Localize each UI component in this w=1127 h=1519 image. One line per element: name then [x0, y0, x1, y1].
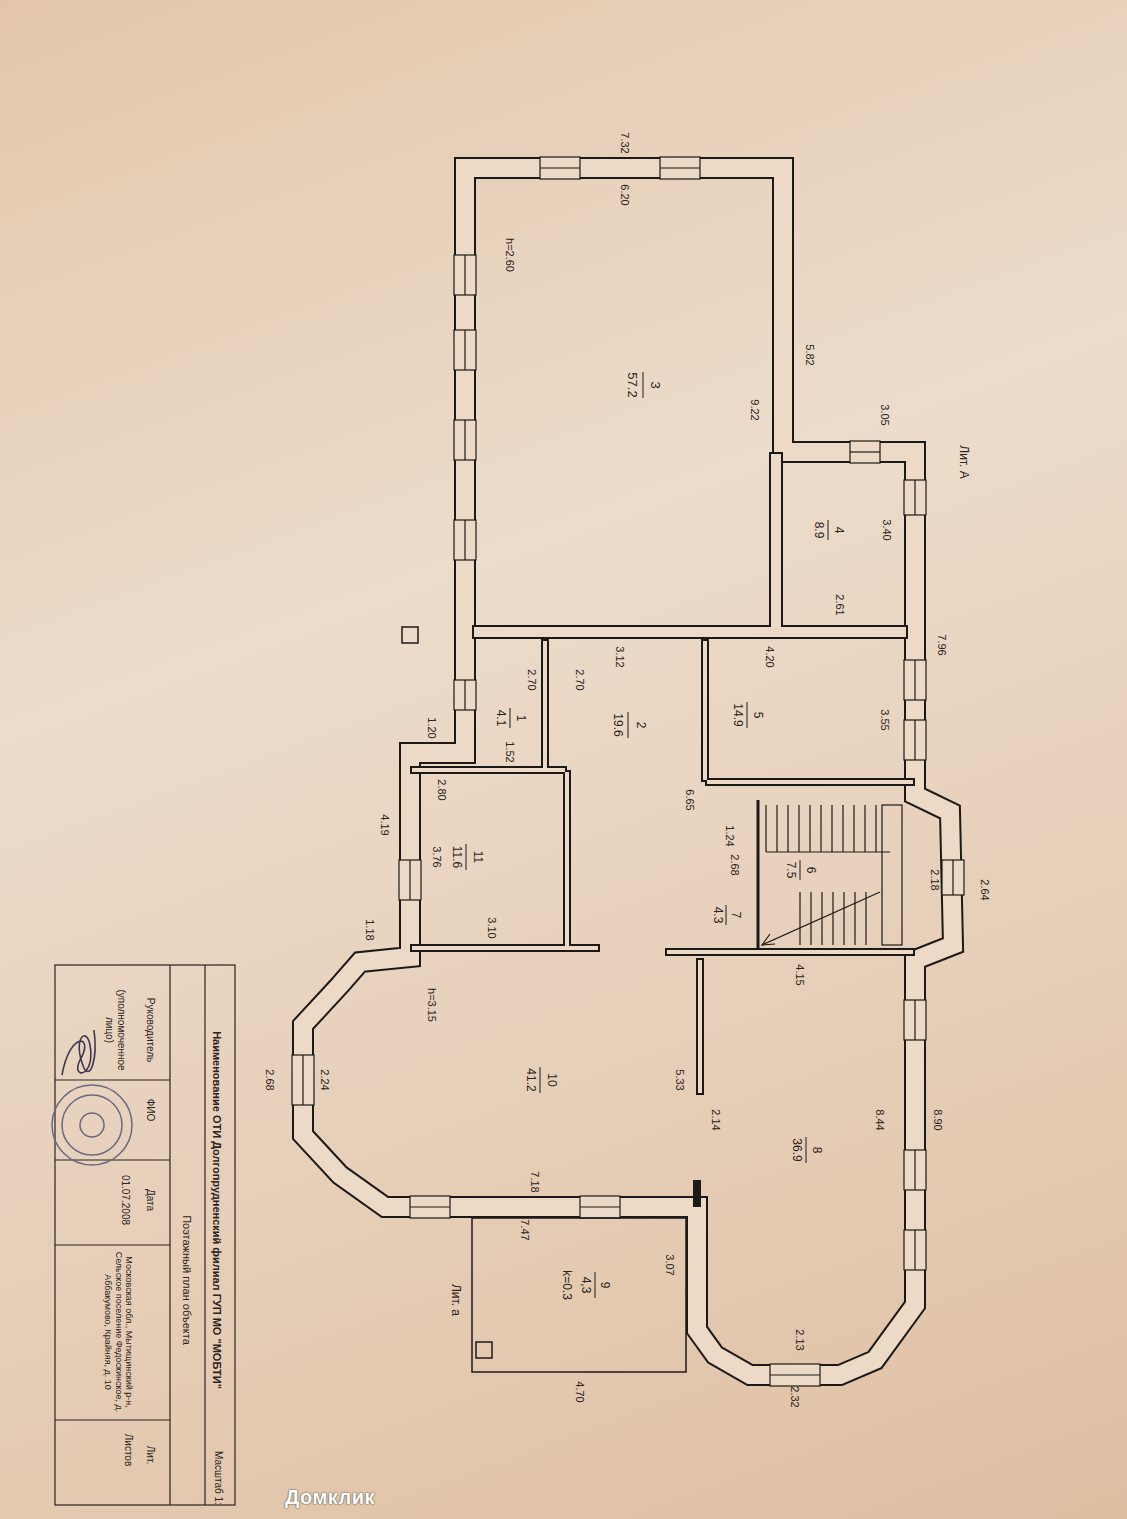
dimension-label: 1.24: [724, 825, 737, 846]
dimension-label: 5.82: [804, 344, 817, 365]
dimension-label: 7.18: [529, 1171, 542, 1192]
title-block-text: ФИО: [144, 1099, 156, 1122]
room-number: 8: [809, 1147, 823, 1154]
dimension-label: 6.65: [684, 789, 697, 810]
room-number: 4: [831, 527, 845, 534]
dimension-label: 2.24: [319, 1069, 332, 1090]
dimension-label: 1.18: [364, 919, 377, 940]
room-area: 4,3: [578, 1277, 592, 1294]
room-number: 11: [470, 851, 484, 863]
title-block-text: Дата: [144, 1189, 156, 1211]
dimension-label: 3.40: [881, 519, 894, 540]
dimension-label: h=2.60: [504, 238, 517, 272]
chimney-symbol: [402, 627, 418, 643]
dimension-label: 6.20: [619, 184, 632, 205]
room-area: 11.6: [449, 846, 463, 868]
dimension-label: 2.70: [574, 669, 587, 690]
dimension-label: 5.33: [674, 1069, 687, 1090]
dimension-label: 1.20: [426, 717, 439, 738]
dimension-label: 4.20: [764, 646, 777, 667]
dimension-label: 3.05: [879, 404, 892, 425]
dimension-label: 7.47: [519, 1219, 532, 1240]
room-number: 2: [633, 722, 647, 729]
dimension-label: 3.55: [879, 709, 892, 730]
fraction-bar: [466, 372, 828, 1298]
room-area: 14.9: [730, 703, 744, 726]
dimension-label: 2.68: [729, 854, 742, 875]
room-number: 6: [803, 867, 817, 874]
title-block-text: Наименование ОТИ Долгопрудненский филиал…: [211, 1031, 224, 1389]
signature: [62, 1030, 95, 1075]
room-number: 3: [648, 381, 663, 388]
room-number: 5: [750, 712, 764, 719]
stamp-seal: [52, 1085, 132, 1165]
window-symbol: [292, 157, 964, 1386]
dimension-label: 2.13: [794, 1329, 807, 1350]
dimension-label: h=3.15: [426, 988, 439, 1022]
room-number: 7: [728, 912, 742, 919]
veranda-outline: [472, 1218, 686, 1372]
dimension-label: 2.61: [834, 594, 847, 615]
room-area: 8.9: [811, 522, 825, 539]
dimension-label: 8.90: [932, 1109, 945, 1130]
dimension-label: 3.10: [486, 917, 499, 938]
dimension-label: 9.22: [749, 399, 762, 420]
title-block-table: [55, 965, 235, 1505]
stair-symbol: [762, 805, 902, 945]
title-block-text: Масштаб 1:: [212, 1451, 224, 1505]
title-block-text: (уполномоченное лицо): [104, 987, 127, 1073]
room-number: 10: [544, 1073, 558, 1086]
room-area: 19.6: [610, 713, 624, 736]
title-block-text: 01.07.2008: [119, 1175, 131, 1225]
room-area: 36.9: [789, 1138, 803, 1161]
room-area: 57.2: [625, 372, 640, 397]
title-block-text: Московская обл., Мытищинский р-н, Сельск…: [102, 1250, 133, 1415]
dimension-label: 2.80: [436, 779, 449, 800]
room-area: 7.5: [783, 862, 797, 879]
dimension-label: 4.70: [574, 1381, 587, 1402]
room-area: k=0.3: [559, 1270, 573, 1300]
room-number: 1: [513, 715, 527, 722]
dimension-label: 2.18: [929, 869, 942, 890]
interior-wall: [410, 452, 915, 1207]
dimension-label: 2.68: [264, 1069, 277, 1090]
dimension-label: 7.96: [936, 634, 949, 655]
title-block-text: Листов: [122, 1434, 134, 1467]
dimension-label: 2.14: [710, 1109, 723, 1130]
dimension-label: 7.32: [619, 132, 632, 153]
dimension-label: 2.70: [526, 669, 539, 690]
dimension-label: 2.32: [789, 1386, 802, 1407]
dimension-label: 3.07: [664, 1254, 677, 1275]
title-block-text: Руководитель: [144, 998, 156, 1062]
outer-wall: [303, 168, 953, 1375]
dimension-label: 3.76: [431, 846, 444, 867]
dimension-label: 3.12: [614, 646, 627, 667]
dimension-label: 4.19: [379, 814, 392, 835]
room-number: 9: [597, 1282, 611, 1289]
title-block-text: Лит.: [144, 1446, 156, 1464]
room-area: 41.2: [523, 1068, 537, 1091]
dimension-label: 8.44: [874, 1109, 887, 1130]
title-block-text: Поэтажный план объекта: [181, 1215, 194, 1345]
watermark: Домклик: [285, 1486, 375, 1509]
building-letter: Лит. А: [956, 445, 970, 478]
dimension-label: 1.52: [504, 741, 517, 762]
dimension-label: 4.15: [794, 964, 807, 985]
room-area: 4.3: [710, 907, 724, 924]
dimension-label: 2.64: [979, 879, 992, 900]
building-letter: Лит. а: [448, 1284, 462, 1316]
room-area: 4.1: [493, 710, 507, 727]
